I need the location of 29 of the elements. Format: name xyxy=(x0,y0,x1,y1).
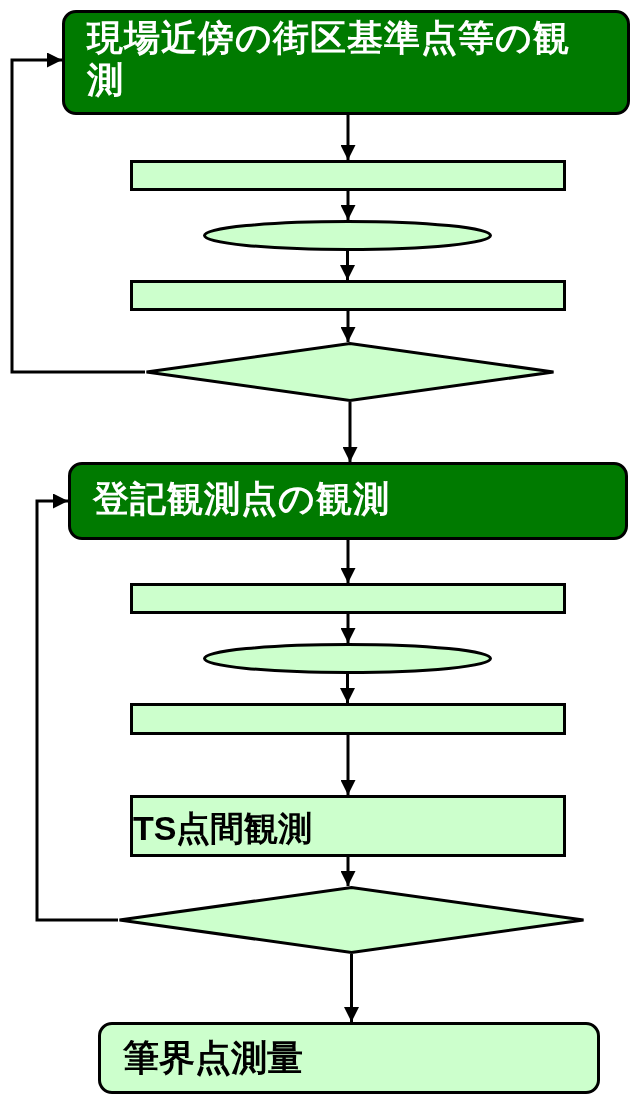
process-box xyxy=(130,795,566,857)
step-box xyxy=(62,10,630,115)
arrow xyxy=(340,857,356,886)
process-ellipse xyxy=(203,220,492,251)
process-box xyxy=(130,160,566,191)
process-box xyxy=(130,703,566,735)
arrow xyxy=(342,402,358,462)
step-label: 現場近傍の街区基準点等の観測 xyxy=(87,17,571,102)
arrow xyxy=(340,735,356,795)
arrow xyxy=(10,52,145,374)
arrow xyxy=(344,954,359,1022)
decision-diamond xyxy=(145,342,555,402)
process-ellipse xyxy=(203,643,492,674)
arrow xyxy=(340,191,356,220)
step-box xyxy=(98,1022,600,1094)
process-box xyxy=(130,280,566,311)
arrow xyxy=(340,614,356,643)
decision-diamond xyxy=(118,886,585,954)
arrow xyxy=(35,493,118,922)
arrow xyxy=(340,251,355,280)
arrow xyxy=(340,674,355,703)
step-box xyxy=(68,462,628,540)
arrow xyxy=(340,540,356,583)
process-box xyxy=(130,583,566,614)
step-label: 筆界点測量 xyxy=(123,1037,303,1080)
step-label: 登記観測点の観測 xyxy=(93,478,391,521)
step-label: TS点間観測 xyxy=(133,808,313,849)
arrow xyxy=(340,115,356,160)
arrow xyxy=(340,311,356,342)
